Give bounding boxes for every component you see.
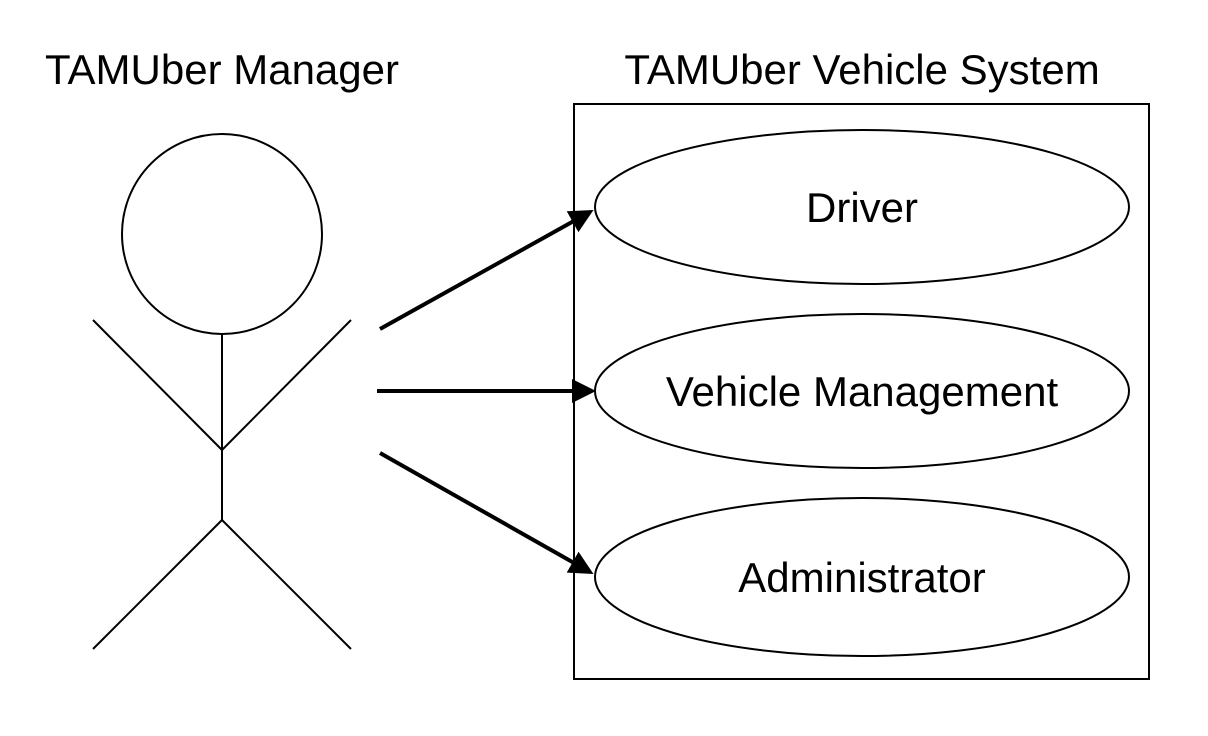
use-case-vehicle-management-label: Vehicle Management <box>666 368 1059 415</box>
system-title: TAMUber Vehicle System <box>624 46 1099 93</box>
actor-right-arm <box>221 319 352 451</box>
actor-figure <box>92 133 352 650</box>
actor-title: TAMUber Manager <box>45 46 399 93</box>
actor-head <box>121 133 323 335</box>
actor-left-arm <box>92 319 223 451</box>
actor-right-leg <box>221 519 352 650</box>
association-arrow-administrator <box>379 451 594 574</box>
use-case-administrator: Administrator <box>594 497 1130 657</box>
use-case-vehicle-management: Vehicle Management <box>594 313 1130 469</box>
use-case-driver-label: Driver <box>806 184 918 231</box>
use-case-administrator-ellipse <box>594 497 1130 657</box>
actor-left-leg <box>92 519 223 650</box>
use-case-administrator-label: Administrator <box>738 554 985 601</box>
association-arrow-driver <box>379 210 594 331</box>
use-case-driver-ellipse <box>594 129 1130 285</box>
use-case-driver: Driver <box>594 129 1130 285</box>
